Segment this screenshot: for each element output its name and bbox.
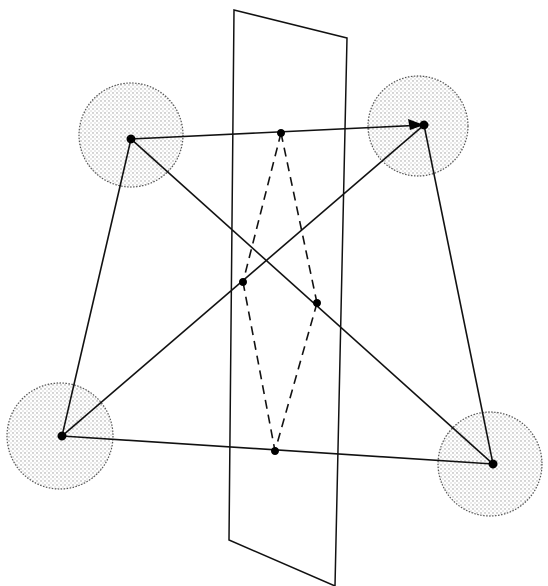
vertex-top-left xyxy=(126,134,136,144)
mirror-plane xyxy=(228,9,348,586)
edge-left xyxy=(61,138,132,437)
dashed-top-left xyxy=(242,132,282,283)
vertex-bottom-right xyxy=(488,459,498,469)
vertex-bottom-left xyxy=(57,431,67,441)
edge-diagonal-tl-br xyxy=(130,138,494,465)
midpoint-right-diagonal xyxy=(313,299,321,307)
midpoint-top-edge xyxy=(277,129,285,137)
dashed-bottom-right xyxy=(274,302,318,452)
midpoint-left-diagonal xyxy=(239,278,247,286)
arrow-head xyxy=(408,119,424,130)
vertex-top-right xyxy=(419,120,429,130)
edge-right xyxy=(423,124,494,465)
dashed-bottom-left xyxy=(242,281,276,452)
midpoint-bottom-edge xyxy=(271,447,279,455)
